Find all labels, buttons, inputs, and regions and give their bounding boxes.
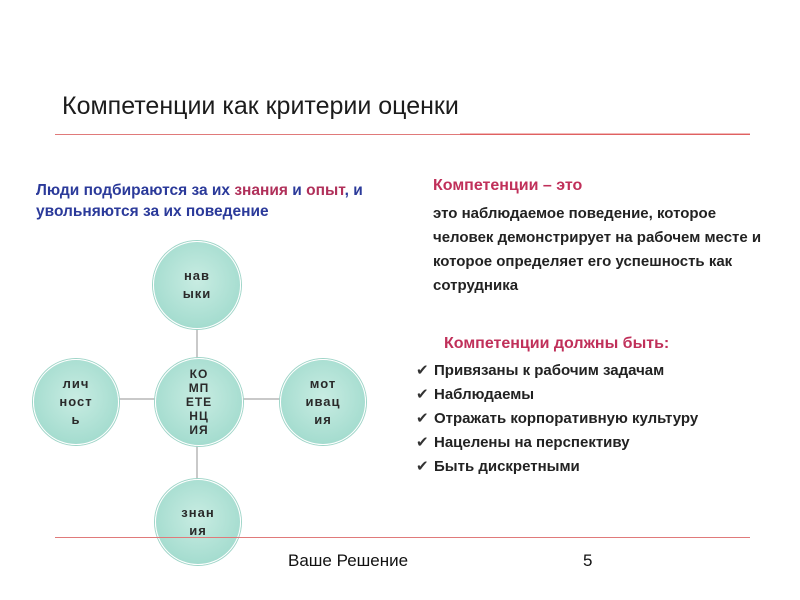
diagram-node-knowledge: знан ия (155, 479, 241, 565)
quote-part-2: и (287, 182, 307, 199)
node-skills-line-1: нав (183, 268, 211, 283)
center-line-5: ИЯ (189, 423, 209, 437)
center-line-4: НЦ (189, 409, 209, 423)
node-personality-line-1: лич (62, 376, 90, 391)
list-item: ✔ Привязаны к рабочим задачам (416, 359, 776, 383)
footer-divider (55, 537, 750, 538)
requirement-text: Нацелены на перспективу (434, 434, 630, 451)
list-item: ✔ Быть дискретными (416, 455, 776, 479)
slide-title: Компетенции как критерии оценки (62, 92, 459, 120)
definition-text: это наблюдаемое поведение, которое челов… (433, 205, 762, 294)
requirement-text: Привязаны к рабочим задачам (434, 362, 665, 379)
node-knowledge-line-2: ия (189, 523, 207, 538)
requirement-text: Быть дискретными (434, 458, 580, 475)
node-motivation-line-3: ия (314, 412, 332, 427)
quote-highlight-knowledge: знания (234, 182, 288, 199)
check-icon: ✔ (416, 458, 429, 475)
list-item: ✔ Отражать корпоративную культуру (416, 407, 776, 431)
requirement-text: Отражать корпоративную культуру (434, 410, 699, 427)
list-item: ✔ Нацелены на перспективу (416, 431, 776, 455)
list-item: ✔ Наблюдаемы (416, 383, 776, 407)
page-number: 5 (583, 551, 593, 570)
diagram-node-skills: нав ыки (153, 241, 241, 329)
requirements-list: ✔ Привязаны к рабочим задачам ✔ Наблюдаемы… (416, 359, 776, 479)
center-line-2: МП (188, 381, 210, 395)
center-line-3: ЕТЕ (185, 395, 213, 409)
check-icon: ✔ (416, 410, 429, 427)
node-personality-line-3: ь (71, 412, 81, 427)
check-icon: ✔ (416, 434, 429, 451)
quote-part-1: Люди подбираются за их (36, 182, 235, 199)
node-skills-line-2: ыки (182, 286, 212, 301)
title-divider-accent (460, 133, 750, 135)
node-knowledge-line-1: знан (181, 505, 215, 520)
footer-text: Ваше Решение (288, 551, 409, 570)
requirements-title: Компетенции должны быть: (444, 335, 670, 352)
check-icon: ✔ (416, 386, 429, 403)
center-line-1: КО (189, 367, 209, 381)
node-personality-line-2: ност (59, 394, 93, 409)
node-motivation-line-2: ивац (305, 394, 341, 409)
diagram-node-motivation: мот ивац ия (280, 359, 366, 445)
title-divider (55, 134, 750, 135)
definition-title: Компетенции – это (433, 177, 583, 194)
quote-text: Люди подбираются за их знания и опыт, и … (36, 180, 396, 222)
check-icon: ✔ (416, 362, 429, 379)
quote-part-3: , и увольняются за их поведение (36, 182, 363, 220)
node-motivation-line-1: мот (309, 376, 337, 391)
requirement-text: Наблюдаемы (434, 386, 535, 403)
diagram-node-personality: лич ност ь (33, 359, 119, 445)
quote-highlight-experience: опыт (306, 182, 345, 199)
